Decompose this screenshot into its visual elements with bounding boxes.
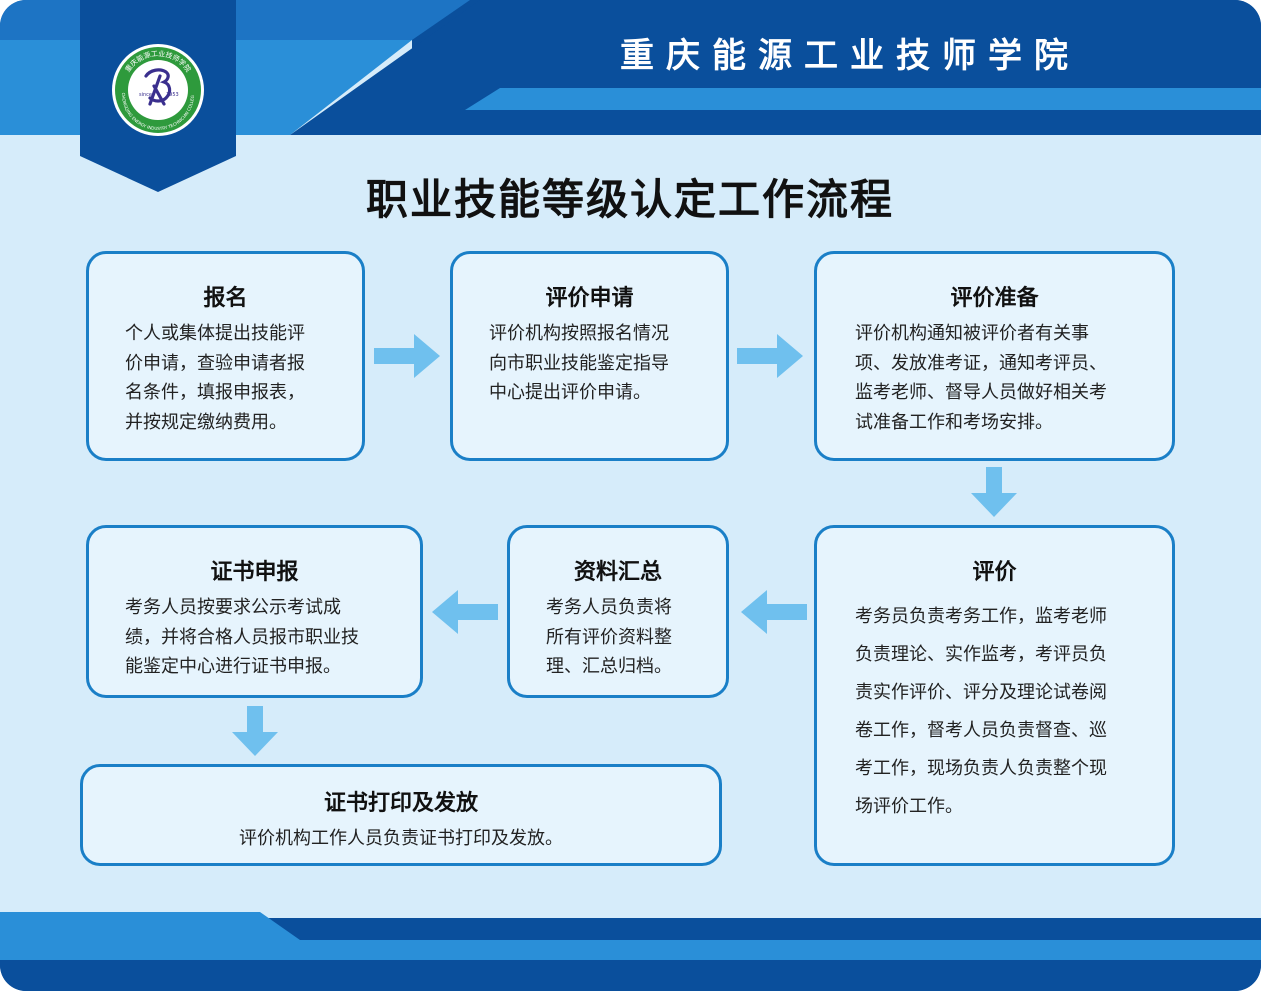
text-line: 价申请，查验申请者报	[125, 352, 305, 374]
step-title: 评价申请	[545, 286, 634, 311]
college-logo: 重庆能源工业技师学院 CHONGQING ENERGY INDUSTRY TEC…	[110, 42, 204, 136]
arrow-right-icon	[374, 334, 440, 378]
text-line: 并按规定缴纳费用。	[125, 411, 287, 433]
step-title: 评价	[972, 560, 1017, 585]
step-title: 证书申报	[210, 560, 299, 585]
step-title: 证书打印及发放	[323, 791, 478, 816]
arrow-left-icon	[432, 590, 498, 634]
logo-emblem-icon	[144, 68, 172, 106]
text-line: 中心提出评价申请。	[489, 382, 651, 403]
step-evaluation-application: 评价申请 评价机构按照报名情况 向市职业技能鉴定指导 中心提出评价申请。	[450, 251, 729, 461]
text-line: 考务员负责考务工作，监考老师	[855, 606, 1107, 627]
text-line: 考工作，现场负责人负责整个现	[855, 758, 1107, 779]
text-line: 监考老师、督导人员做好相关考	[855, 382, 1107, 403]
step-title: 报名	[203, 286, 248, 311]
text-line: 所有评价资料整	[546, 626, 672, 648]
text-line: 考务人员负责将	[546, 597, 672, 618]
header-band-dark	[290, 0, 1261, 135]
arrow-down-icon	[971, 467, 1017, 517]
step-register: 报名 个人或集体提出技能评 价申请，查验申请者报 名条件，填报申报表， 并按规定…	[86, 251, 365, 461]
text-line: 评价机构通知被评价者有关事	[855, 323, 1089, 344]
text-line: 个人或集体提出技能评	[125, 323, 305, 344]
step-certificate-application: 证书申报 考务人员按要求公示考试成 绩，并将合格人员报市职业技 能鉴定中心进行证…	[86, 525, 423, 698]
arrow-left-icon	[741, 590, 807, 634]
step-certificate-printing: 证书打印及发放 评价机构工作人员负责证书打印及发放。	[80, 764, 722, 866]
step-description: 评价机构按照报名情况 向市职业技能鉴定指导 中心提出评价申请。	[489, 319, 669, 408]
step-title: 资料汇总	[573, 560, 662, 585]
footer-band-mid	[0, 912, 1261, 960]
text-line: 责实作评价、评分及理论试卷阅	[855, 682, 1107, 703]
text-line: 向市职业技能鉴定指导	[489, 352, 669, 374]
step-data-collection: 资料汇总 考务人员负责将 所有评价资料整 理、汇总归档。	[507, 525, 729, 698]
step-title: 评价准备	[950, 286, 1039, 311]
step-description: 评价机构工作人员负责证书打印及发放。	[83, 824, 719, 854]
header-band-mid	[465, 88, 1261, 110]
text-line: 卷工作，督考人员负责督查、巡	[855, 720, 1107, 741]
text-line: 名条件，填报申报表，	[125, 382, 305, 403]
step-description: 考务人员负责将 所有评价资料整 理、汇总归档。	[546, 593, 672, 682]
college-name: 重庆能源工业技师学院	[620, 36, 1080, 76]
logo-year: 1953	[166, 92, 179, 98]
text-line: 理、汇总归档。	[546, 656, 672, 677]
step-evaluation-preparation: 评价准备 评价机构通知被评价者有关事 项、发放准考证，通知考评员、 监考老师、督…	[814, 251, 1175, 461]
step-description: 考务人员按要求公示考试成 绩，并将合格人员报市职业技 能鉴定中心进行证书申报。	[125, 593, 359, 682]
step-description: 评价机构通知被评价者有关事 项、发放准考证，通知考评员、 监考老师、督导人员做好…	[855, 319, 1107, 437]
text-line: 绩，并将合格人员报市职业技	[125, 626, 359, 648]
step-evaluation: 评价 考务员负责考务工作，监考老师 负责理论、实作监考，考评员负 责实作评价、评…	[814, 525, 1175, 866]
text-line: 项、发放准考证，通知考评员、	[855, 352, 1107, 374]
logo-since: since	[139, 92, 152, 98]
footer-band-dark	[0, 960, 1261, 991]
text-line: 考务人员按要求公示考试成	[125, 597, 341, 618]
text-line: 评价机构工作人员负责证书打印及发放。	[239, 828, 563, 849]
step-description: 考务员负责考务工作，监考老师 负责理论、实作监考，考评员负 责实作评价、评分及理…	[855, 598, 1107, 826]
page-title: 职业技能等级认定工作流程	[365, 175, 894, 224]
text-line: 试准备工作和考场安排。	[855, 411, 1053, 433]
text-line: 场评价工作。	[855, 796, 963, 817]
text-line: 能鉴定中心进行证书申报。	[125, 656, 341, 677]
step-description: 个人或集体提出技能评 价申请，查验申请者报 名条件，填报申报表， 并按规定缴纳费…	[125, 319, 305, 437]
text-line: 负责理论、实作监考，考评员负	[855, 644, 1107, 665]
arrow-down-icon	[232, 706, 278, 756]
arrow-right-icon	[737, 334, 803, 378]
text-line: 评价机构按照报名情况	[489, 323, 669, 344]
